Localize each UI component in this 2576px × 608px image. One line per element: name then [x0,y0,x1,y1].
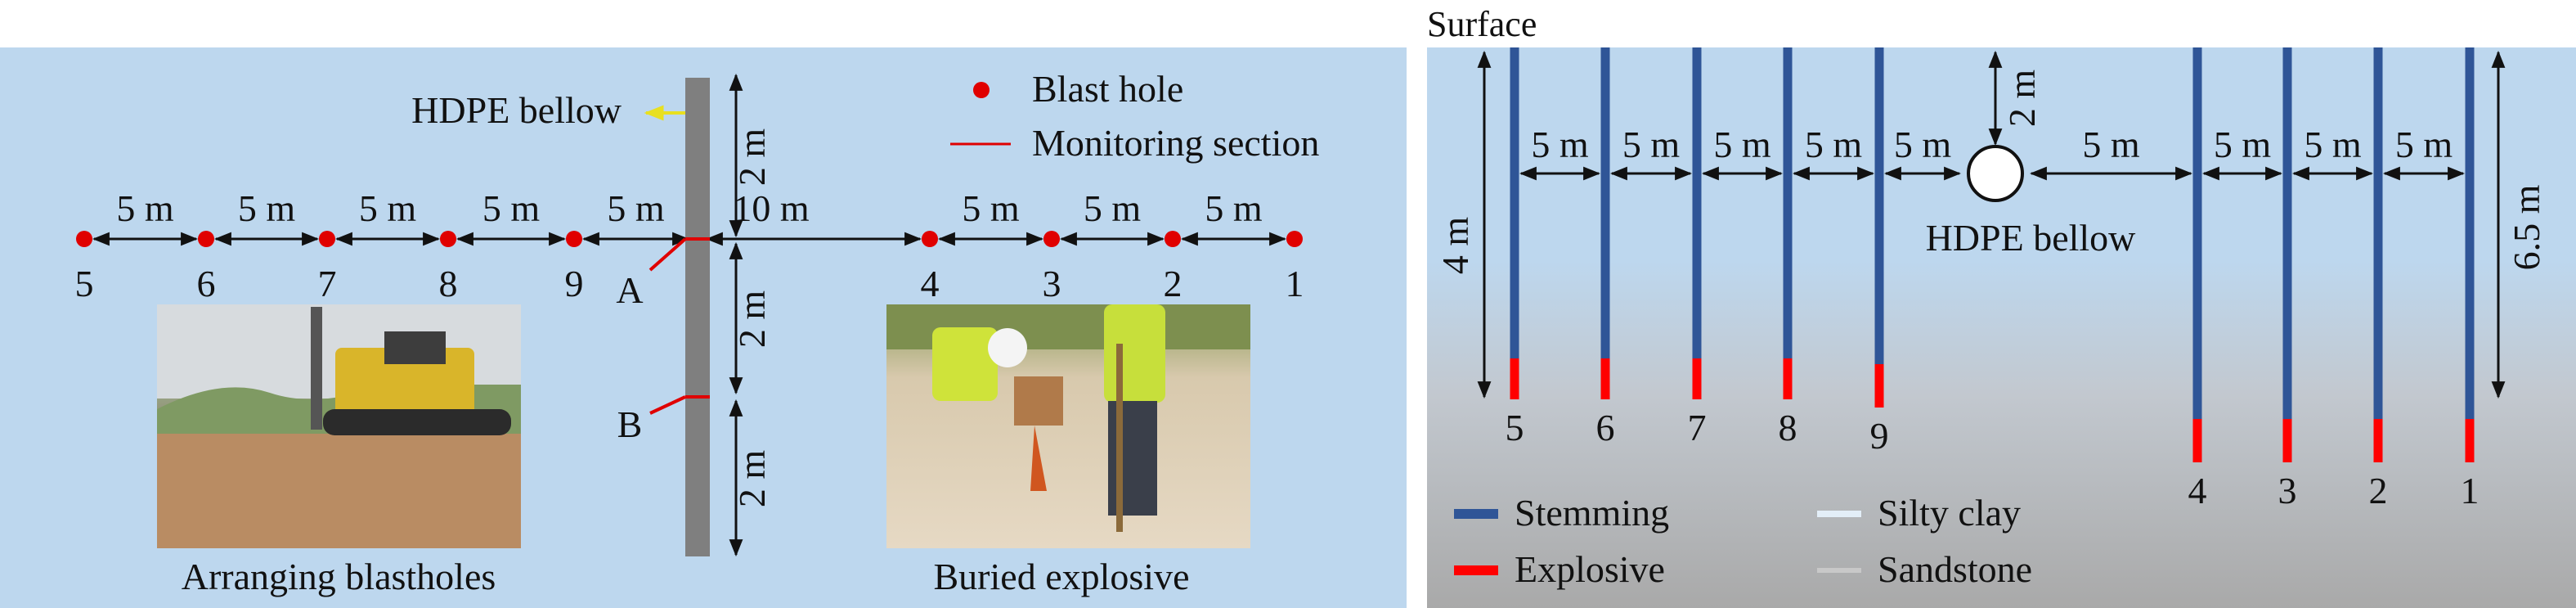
section-hole-number: 8 [1779,407,1797,448]
plan-hole-number: 9 [565,263,584,304]
legend-stemming-label: Stemming [1515,492,1669,534]
section-label-a: A [616,269,643,311]
section-spacing-label: 5 m [2395,124,2453,165]
surface-label: Surface [1427,4,1537,44]
legend-monitoring-label: Monitoring section [1032,122,1319,164]
caption-arranging-blastholes: Arranging blastholes [182,556,496,597]
section-hdpe-bellow [1967,145,2024,202]
section-label-b: B [617,403,643,445]
plan-blast-hole [922,231,938,247]
section-spacing-label: 5 m [1622,124,1681,165]
section-hole-number: 4 [2188,470,2207,511]
depth-label-right: 6.5 m [2506,184,2547,270]
plan-hole-number: 6 [197,263,216,304]
plan-spacing-label: 5 m [482,187,541,229]
section-view-panel: Surface 5 6 7 8 9 4 3 2 1 5 m 5 m 5 m 5 m 5 m 5 m 5 m 5 … [1427,4,2576,608]
monitoring-leader-a [648,237,687,272]
vdim-label-mid: 2 m [731,290,773,349]
hdpe-bellow-bar [685,78,710,556]
legend-blast-hole-marker [973,82,990,98]
plan-spacing-label: 5 m [962,187,1020,229]
section-hole-number: 3 [2278,470,2297,511]
plan-blast-hole [440,231,456,247]
photo-arranging-blastholes [157,304,521,548]
section-hole-number: 2 [2369,470,2388,511]
section-hole-number: 1 [2461,470,2480,511]
plan-blast-hole [319,231,335,247]
plan-blast-hole [1043,231,1060,247]
section-hole-number: 5 [1506,407,1524,448]
caption-buried-explosive: Buried explosive [934,556,1190,597]
legend-silty-clay-label: Silty clay [1878,492,2021,534]
plan-spacing-label: 5 m [1084,187,1142,229]
plan-hole-row: 5 6 7 8 9 4 3 2 1 5 m 5 m 5 m 5 m 5 m 10 m 5 m 5 m 5 m [75,187,1304,304]
section-spacing-label: 5 m [1805,124,1863,165]
plan-hole-number: 4 [921,263,940,304]
section-spacing-label: 5 m [1531,124,1589,165]
legend-sandstone-label: Sandstone [1878,548,2032,590]
plan-hole-number: 1 [1286,263,1304,304]
plan-spacing-label: 10 m [733,187,810,229]
plan-blast-hole [566,231,582,247]
plan-spacing-label: 5 m [607,187,665,229]
plan-bellow-label: HDPE bellow [411,89,622,131]
plan-spacing-label: 5 m [116,187,174,229]
plan-blast-hole [1165,231,1181,247]
section-spacing-label: 5 m [1713,124,1771,165]
plan-spacing-label: 5 m [238,187,296,229]
monitoring-leader-b [649,395,686,415]
plan-hole-number: 8 [439,263,458,304]
section-hole-number: 9 [1870,415,1889,457]
plan-blast-hole [1286,231,1303,247]
plan-spacing-label: 5 m [359,187,417,229]
bellow-depth-label: 2 m [2001,70,2043,128]
section-hole-row: 5 6 7 8 9 4 3 2 1 5 m 5 m 5 m 5 m 5 m 5 m 5 m 5 m 5 m [1506,47,2480,511]
plan-hole-number: 2 [1164,263,1183,304]
section-spacing-label: 5 m [2214,124,2272,165]
plan-blast-hole [198,231,214,247]
section-spacing-label: 5 m [2082,124,2140,165]
section-hole-number: 7 [1688,407,1707,448]
plan-view-panel: Arranging blastholes Buried explosive HD… [0,47,1407,608]
plan-hole-number: 3 [1043,263,1061,304]
plan-spacing-label: 5 m [1205,187,1263,229]
vdim-label-bottom: 2 m [731,450,773,508]
section-hole-number: 6 [1596,407,1615,448]
plan-blast-hole [76,231,92,247]
depth-label-left: 4 m [1434,217,1476,275]
legend-blast-hole-label: Blast hole [1032,68,1183,110]
section-spacing-label: 5 m [2304,124,2362,165]
photo-buried-explosive [886,304,1250,548]
plan-hole-number: 5 [75,263,94,304]
section-bellow-label: HDPE bellow [1926,217,2137,259]
vdim-label-top: 2 m [731,128,773,187]
section-spacing-label: 5 m [1894,124,1952,165]
plan-hole-number: 7 [318,263,337,304]
legend-explosive-label: Explosive [1515,548,1665,590]
